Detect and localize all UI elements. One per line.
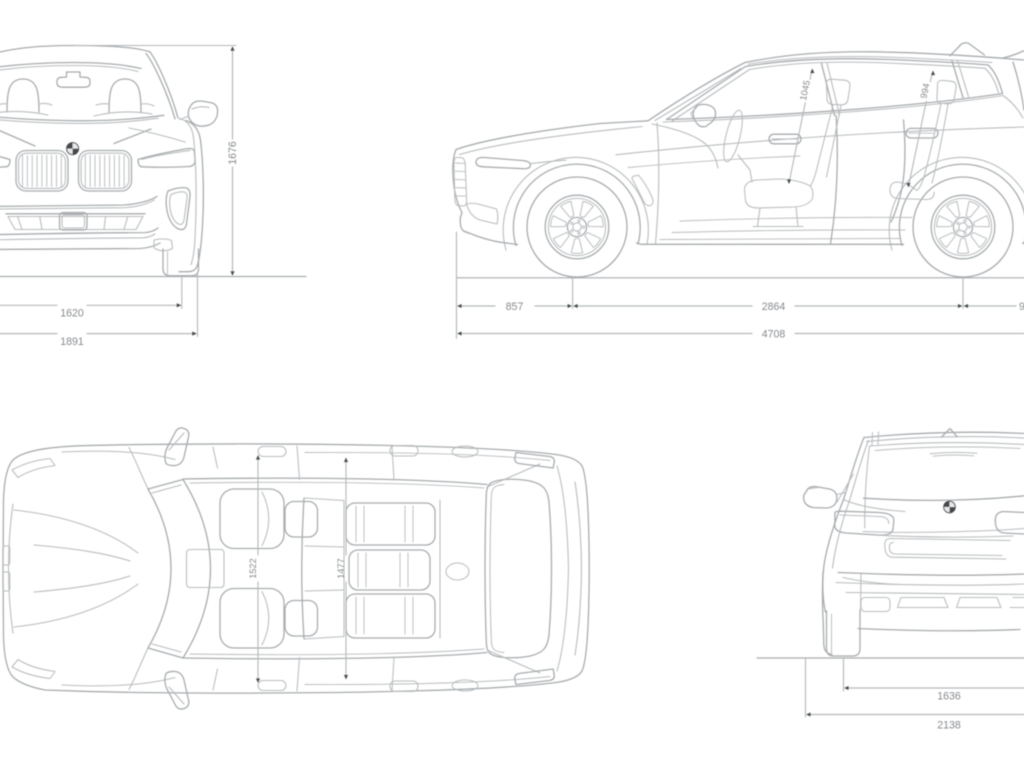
svg-text:857: 857: [506, 301, 524, 313]
svg-text:994: 994: [919, 82, 932, 99]
svg-text:1477: 1477: [336, 558, 346, 578]
svg-text:1676: 1676: [227, 141, 239, 165]
svg-text:1891: 1891: [60, 336, 84, 348]
svg-text:2864: 2864: [762, 301, 786, 313]
svg-text:2138: 2138: [937, 719, 961, 731]
svg-text:1045: 1045: [798, 79, 812, 101]
svg-text:4708: 4708: [762, 328, 786, 340]
svg-text:1636: 1636: [937, 690, 961, 702]
svg-text:1620: 1620: [60, 308, 84, 320]
svg-text:987: 987: [1019, 301, 1024, 313]
svg-text:1522: 1522: [248, 558, 258, 578]
